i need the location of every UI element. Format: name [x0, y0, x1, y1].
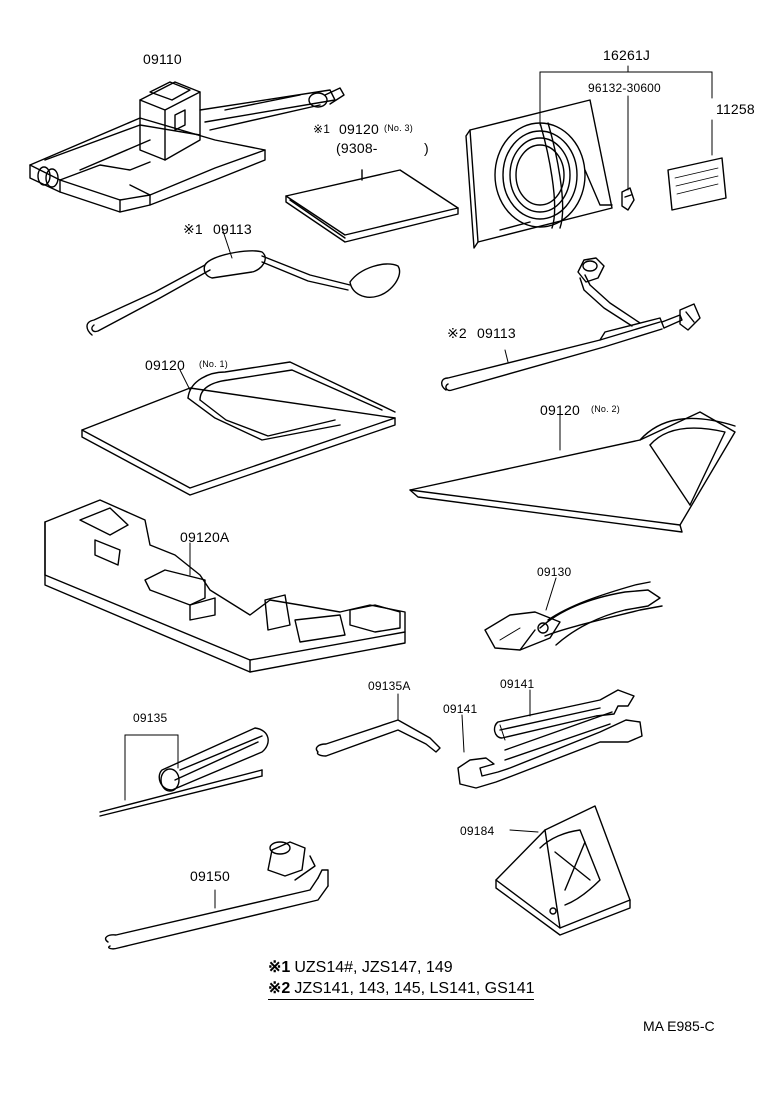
cord-set-drawing — [466, 100, 612, 248]
screwdriver-drawing — [100, 728, 268, 816]
jack-handle-1-mark: ※1 — [183, 221, 203, 237]
handbook-no3-mark: ※1 — [313, 122, 331, 136]
jack-handle-1-drawing — [87, 228, 400, 335]
jack-label: 09110 — [143, 51, 182, 67]
bag-no1-label: 09120 — [145, 357, 185, 373]
label-plate-label: 11258 — [716, 101, 755, 117]
pliers-drawing — [485, 578, 662, 650]
handbook-no3-qualifier: (No. 3) — [384, 123, 413, 133]
driver-bar-drawing — [316, 694, 440, 756]
wheel-wrench-drawing — [106, 842, 328, 949]
cord-set-leader — [540, 66, 712, 190]
wrench-a-label: 09141 — [500, 677, 535, 691]
note-1-mark: ※1 — [268, 959, 291, 976]
bag-no2-label: 09120 — [540, 402, 580, 418]
driver-bar-label: 09135A — [368, 679, 411, 693]
bag-no2-drawing — [410, 412, 735, 532]
handbook-drawing — [286, 170, 458, 242]
jack-handle-2-label: 09113 — [477, 325, 516, 341]
triangle-label: 09184 — [460, 824, 495, 838]
bag-no2-qualifier: (No. 2) — [591, 404, 620, 414]
handbook-no3-label: 09120 — [339, 121, 379, 137]
tray-drawing — [45, 500, 405, 672]
jack-handle-1-label: 09113 — [213, 221, 252, 237]
wrench-b-drawing — [458, 712, 642, 788]
tray-label: 09120A — [180, 529, 230, 545]
wheel-wrench-label: 09150 — [190, 868, 230, 884]
jack-handle-2-drawing — [442, 258, 700, 390]
pliers-label: 09130 — [537, 565, 572, 579]
label-plate-drawing — [668, 120, 726, 210]
note-1-text: UZS14#, JZS147, 149 — [294, 959, 453, 976]
bag-no1-qualifier: (No. 1) — [199, 359, 228, 369]
wrench-b-label: 09141 — [443, 702, 478, 716]
screwdriver-label: 09135 — [133, 711, 168, 725]
triangle-drawing — [496, 806, 630, 935]
bag-no1-drawing — [82, 362, 395, 495]
jack-handle-2-mark: ※2 — [447, 325, 467, 341]
note-2-mark: ※2 — [268, 980, 291, 997]
wrench-a-drawing — [495, 690, 634, 740]
cord-set-label: 16261J — [603, 47, 651, 63]
handbook-no3-part: (9308- — [336, 140, 378, 156]
handbook-no3-part-end: ) — [424, 140, 429, 156]
note-2-text: JZS141, 143, 145, LS141, GS141 — [294, 980, 535, 997]
jack-drawing — [30, 82, 344, 212]
clip-label: 96132-30600 — [588, 81, 661, 95]
clip-drawing — [622, 188, 634, 210]
reference-code: MA E985-C — [643, 1018, 715, 1034]
